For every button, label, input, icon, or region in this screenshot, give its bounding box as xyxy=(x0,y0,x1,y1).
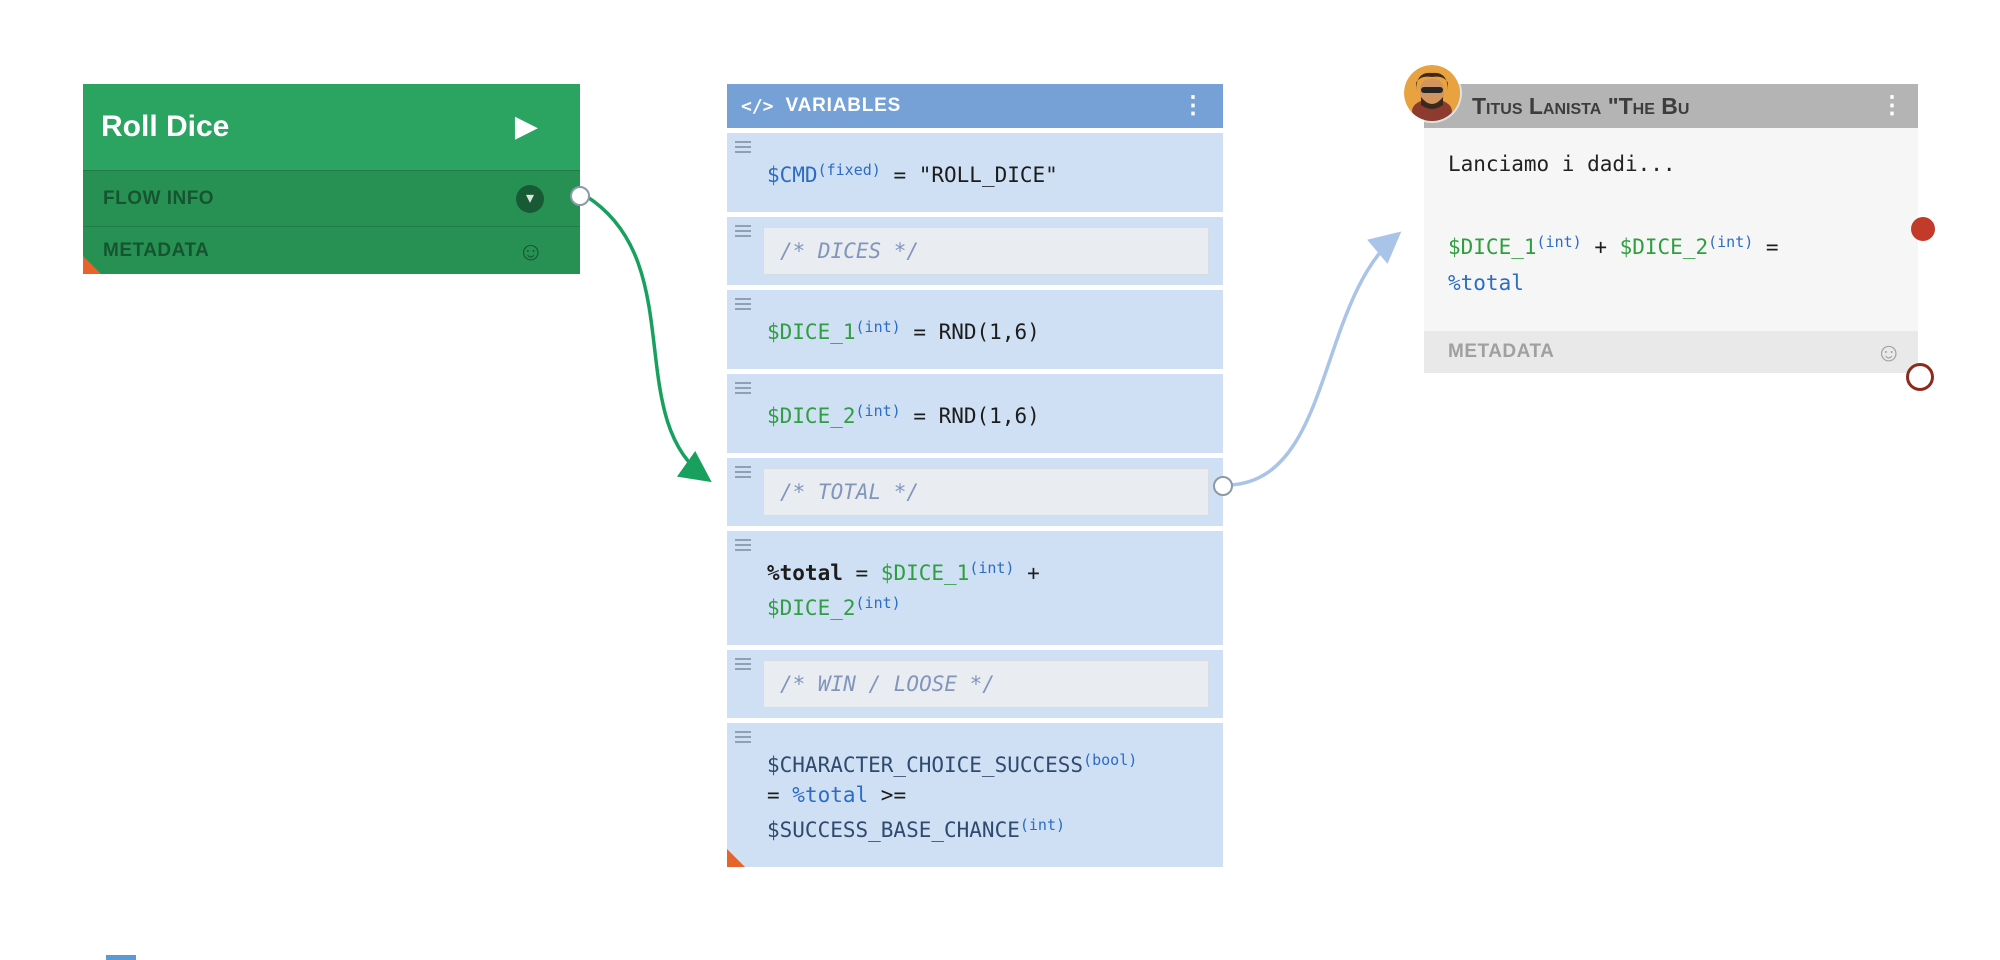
node-character[interactable]: Titus Lanista "The Bu ⋮ Lanciamo i dadi.… xyxy=(1404,65,1918,373)
character-message: Lanciamo i dadi... xyxy=(1448,152,1676,176)
code-token: RND(1,6) xyxy=(938,404,1040,428)
code-token: + xyxy=(1581,235,1620,259)
code-expression: $DICE_1(int) = RND(1,6) xyxy=(767,312,1207,347)
drag-handle-icon[interactable] xyxy=(735,141,751,153)
code-token: = xyxy=(767,783,793,807)
character-secondary-port[interactable] xyxy=(1906,363,1934,391)
code-token: %total xyxy=(767,561,843,585)
unsaved-corner-marker xyxy=(83,256,101,274)
variables-comment-row[interactable]: /* WIN / LOOSE */ xyxy=(727,650,1223,718)
code-expression: %total = $DICE_1(int) +$DICE_2(int) xyxy=(767,553,1207,623)
drag-handle-icon[interactable] xyxy=(735,658,751,670)
code-token: (int) xyxy=(1536,233,1582,251)
code-token: %total xyxy=(1448,271,1524,295)
variables-rows: $CMD(fixed) = "ROLL_DICE" /* DICES */ $DIC… xyxy=(727,133,1223,867)
code-token: %total xyxy=(792,783,869,807)
comment-text: /* DICES */ xyxy=(763,227,1209,275)
comment-text: /* WIN / LOOSE */ xyxy=(763,660,1209,708)
code-expression: $DICE_2(int) = RND(1,6) xyxy=(767,396,1207,431)
character-expression: $DICE_1(int) + $DICE_2(int) = %total xyxy=(1448,224,1898,301)
drag-handle-icon[interactable] xyxy=(735,466,751,478)
flow-info-label: FLOW INFO xyxy=(103,187,215,209)
code-token: (int) xyxy=(1019,816,1066,834)
code-token: (fixed) xyxy=(817,161,881,179)
flow-info-row[interactable]: FLOW INFO ▾ xyxy=(83,170,580,226)
code-token: (int) xyxy=(1708,233,1754,251)
drag-handle-icon[interactable] xyxy=(735,539,751,551)
metadata-row[interactable]: METADATA ☺ xyxy=(83,226,580,274)
variables-code-row[interactable]: %total = $DICE_1(int) +$DICE_2(int) xyxy=(727,531,1223,645)
smiley-icon[interactable]: ☺ xyxy=(1875,337,1902,367)
drag-handle-icon[interactable] xyxy=(735,298,751,310)
code-token: (bool) xyxy=(1083,751,1138,769)
variables-code-row[interactable]: $CMD(fixed) = "ROLL_DICE" xyxy=(727,133,1223,212)
node-roll-dice[interactable]: Roll Dice ▶ FLOW INFO ▾ METADATA ☺ xyxy=(83,84,580,274)
code-expression: $CHARACTER_CHOICE_SUCCESS(bool)= %total … xyxy=(767,745,1207,845)
code-token: = xyxy=(900,404,939,428)
variables-code-row[interactable]: $CHARACTER_CHOICE_SUCCESS(bool)= %total … xyxy=(727,723,1223,867)
code-token: (int) xyxy=(855,318,901,336)
connection-variables-to-character[interactable] xyxy=(1230,231,1402,487)
code-expression: $CMD(fixed) = "ROLL_DICE" xyxy=(767,155,1207,190)
smiley-icon[interactable]: ☺ xyxy=(517,235,544,266)
code-token: = xyxy=(1753,235,1779,259)
code-token: $DICE_2 xyxy=(767,596,856,620)
node-variables[interactable]: </> VARIABLES ⋮ $CMD(fixed) = "ROLL_DICE… xyxy=(727,84,1223,867)
kebab-menu-icon[interactable]: ⋮ xyxy=(1181,92,1205,119)
code-token: $CMD xyxy=(767,163,818,187)
variables-comment-row[interactable]: /* DICES */ xyxy=(727,217,1223,285)
character-output-port[interactable] xyxy=(1911,217,1935,241)
chevron-glyph: ▾ xyxy=(525,189,535,207)
roll-dice-header[interactable]: Roll Dice ▶ xyxy=(83,84,580,170)
code-token: $DICE_2 xyxy=(1619,235,1709,259)
drag-handle-icon[interactable] xyxy=(735,225,751,237)
metadata-label: METADATA xyxy=(103,239,210,261)
code-token: = xyxy=(900,320,939,344)
offscreen-node-edge xyxy=(106,955,136,960)
code-token: (int) xyxy=(969,559,1015,577)
unsaved-corner-marker xyxy=(727,849,745,867)
roll-dice-output-port[interactable] xyxy=(570,186,590,206)
character-avatar xyxy=(1404,65,1460,121)
variables-comment-row[interactable]: /* TOTAL */ xyxy=(727,458,1223,526)
metadata-label: METADATA xyxy=(1448,341,1555,362)
metadata-row[interactable]: METADATA ☺ xyxy=(1424,331,1918,373)
play-icon[interactable]: ▶ xyxy=(514,110,538,143)
code-icon: </> xyxy=(741,95,774,117)
code-token: $CHARACTER_CHOICE_SUCCESS xyxy=(767,753,1084,777)
code-token: = xyxy=(880,163,919,187)
character-header[interactable]: Titus Lanista "The Bu ⋮ xyxy=(1404,65,1918,128)
code-token: $SUCCESS_BASE_CHANCE xyxy=(767,818,1020,842)
node-title: VARIABLES xyxy=(785,95,902,116)
variables-output-port[interactable] xyxy=(1213,476,1233,496)
code-token: = xyxy=(842,561,881,585)
code-token: $DICE_1 xyxy=(767,320,856,344)
variables-code-row[interactable]: $DICE_1(int) = RND(1,6) xyxy=(727,290,1223,369)
node-title: Roll Dice xyxy=(101,110,230,143)
avatar-image xyxy=(1404,65,1460,121)
code-token: $DICE_1 xyxy=(880,561,970,585)
comment-text: /* TOTAL */ xyxy=(763,468,1209,516)
node-title: Titus Lanista "The Bu xyxy=(1472,92,1690,119)
kebab-menu-icon[interactable]: ⋮ xyxy=(1880,92,1904,119)
code-token: "ROLL_DICE" xyxy=(918,163,1058,187)
code-token: + xyxy=(1014,561,1040,585)
variables-code-row[interactable]: $DICE_2(int) = RND(1,6) xyxy=(727,374,1223,453)
character-message-body[interactable]: Lanciamo i dadi... $DICE_1(int) + $DICE_… xyxy=(1424,128,1918,331)
code-token: RND(1,6) xyxy=(938,320,1040,344)
drag-handle-icon[interactable] xyxy=(735,731,751,743)
connection-roll-dice-to-variables[interactable] xyxy=(585,194,712,483)
variables-header[interactable]: </> VARIABLES ⋮ xyxy=(727,84,1223,128)
chevron-down-icon[interactable]: ▾ xyxy=(516,184,544,213)
drag-handle-icon[interactable] xyxy=(735,382,751,394)
code-token: $DICE_2 xyxy=(767,404,856,428)
code-token: (int) xyxy=(855,402,901,420)
code-token: $DICE_1 xyxy=(1448,235,1537,259)
code-token: (int) xyxy=(855,594,901,612)
code-token: >= xyxy=(868,783,907,807)
